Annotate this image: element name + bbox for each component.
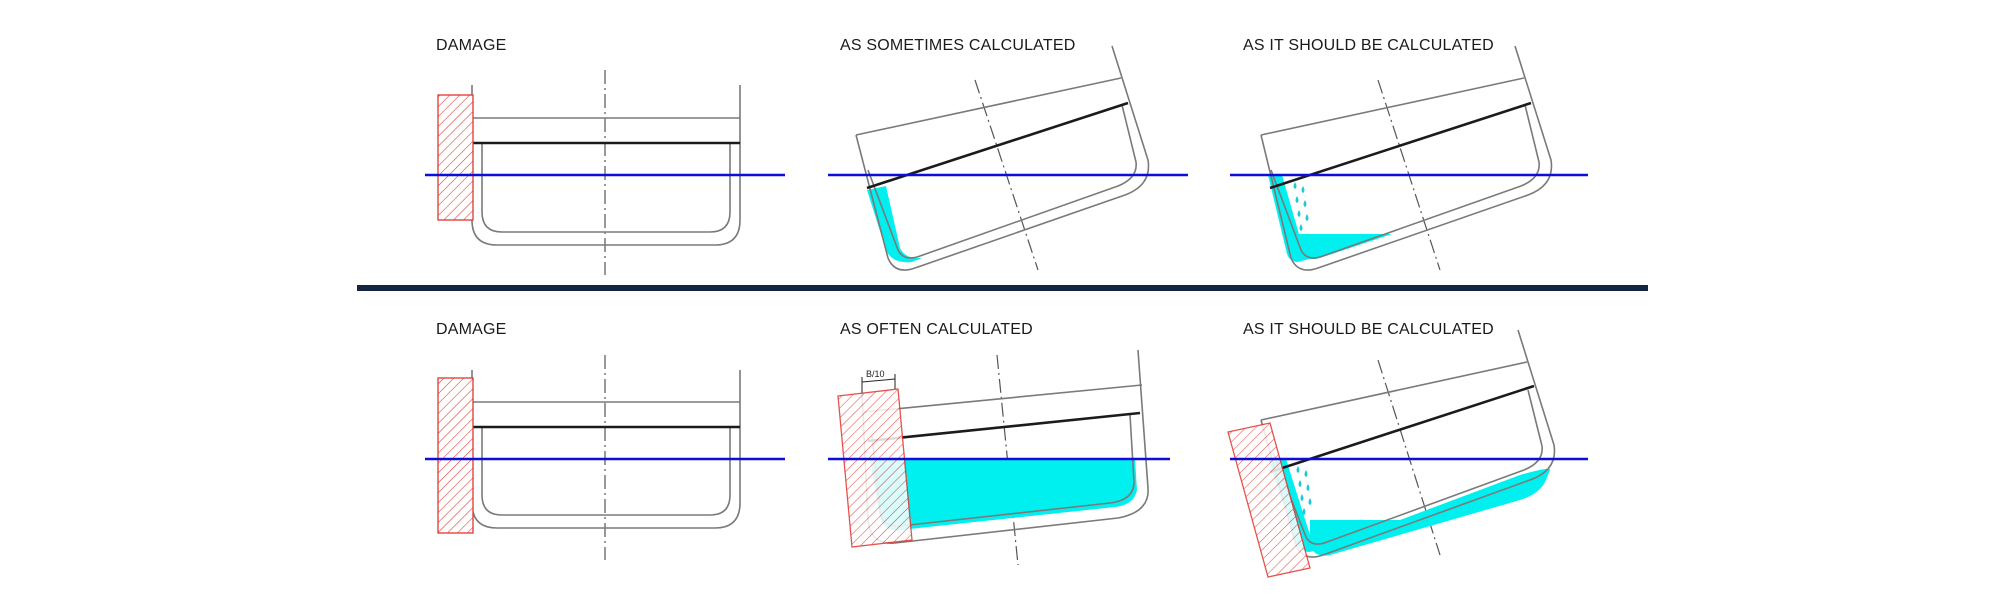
upper-deck-line [855,77,1122,136]
deck-line [867,411,1141,443]
upper-deck-line [1260,77,1525,136]
hull-inner [481,428,731,516]
panel-title: AS IT SHOULD BE CALCULATED [1243,37,1494,54]
dimension-label: B/10 [866,369,885,379]
damage-zone [1227,422,1311,578]
hull-inner [867,104,1137,259]
deck-line [1269,384,1535,474]
hull-inner [1270,104,1540,259]
leak-droplets [1293,182,1309,231]
hull-outer [1260,45,1553,271]
hull-inner [1272,389,1543,545]
panel-title: AS OFTEN CALCULATED [840,321,1033,338]
hull-inner [481,143,731,233]
panel-title: AS SOMETIMES CALCULATED [840,37,1075,54]
hull-outer [471,85,741,246]
panel-bottom-should: AS IT SHOULD BE CALCULATED [1227,321,1588,578]
panel-bottom-often: AS OFTEN CALCULATED B/10 [828,321,1170,566]
panel-title: DAMAGE [436,37,507,54]
hull-outer [471,370,741,529]
panel-top-should: AS IT SHOULD BE CALCULATED [1230,37,1588,271]
panel-bottom-damage: DAMAGE [425,321,785,560]
panel-title: DAMAGE [436,321,507,338]
flood-water [867,186,922,263]
damage-zone [437,94,474,221]
flood-water [870,459,1137,531]
damage-zone [437,377,474,534]
upper-deck-line [1260,361,1528,421]
flood-water-bottom [1310,468,1551,556]
panel-title: AS IT SHOULD BE CALCULATED [1243,321,1494,338]
panel-top-damage: DAMAGE [425,37,785,275]
upper-deck-line [863,384,1143,413]
damage-zone [837,388,913,548]
hull-outer [855,45,1150,271]
panel-top-sometimes: AS SOMETIMES CALCULATED [828,37,1188,271]
dimension-b10: B/10 [861,369,896,392]
leak-droplets [1296,466,1312,515]
